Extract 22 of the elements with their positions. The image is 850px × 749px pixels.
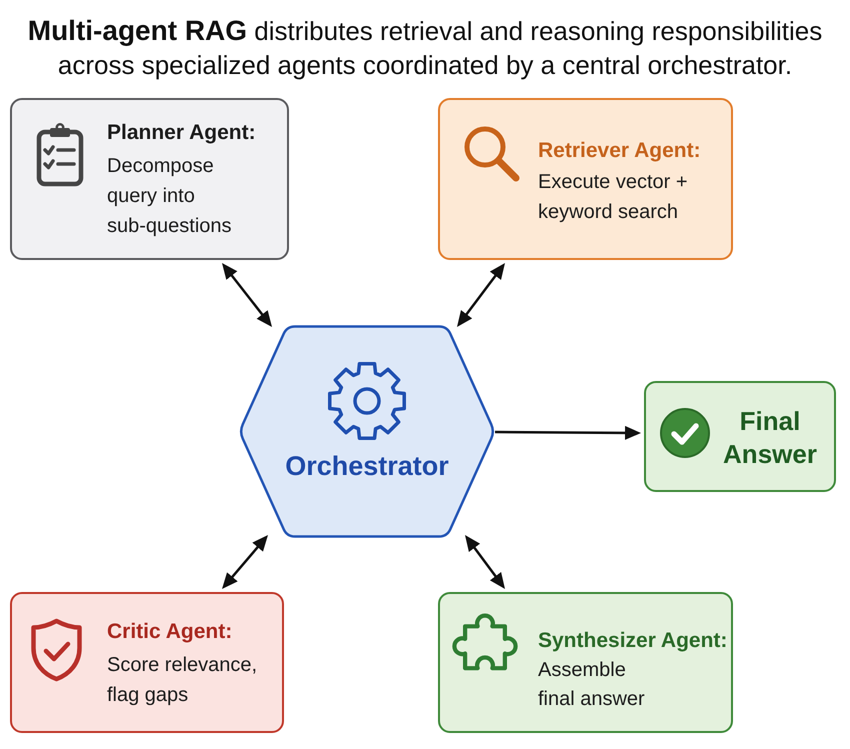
double-arrow xyxy=(465,535,505,589)
double-arrow xyxy=(457,263,505,327)
double-arrow xyxy=(222,263,272,327)
agent-title: Planner Agent: xyxy=(107,120,257,146)
agent-title: Critic Agent: xyxy=(107,619,234,645)
hexagon-node xyxy=(238,325,496,538)
result-box xyxy=(644,381,836,492)
agent-description: Decompose query into sub-questions xyxy=(107,154,233,239)
double-arrow xyxy=(222,535,268,589)
agent-description: Score relevance, flag gaps xyxy=(107,653,258,708)
agent-card xyxy=(438,592,733,733)
arrow xyxy=(495,426,641,440)
agent-card xyxy=(10,592,284,733)
agent-title: Retriever Agent: xyxy=(538,138,702,164)
node-label: Orchestrator xyxy=(284,450,450,483)
agent-description: Assemble final answer xyxy=(538,658,646,712)
agent-card xyxy=(438,98,733,260)
title: Multi-agent RAG distributes retrieval and reasoning responsibilities across specialized agents coordinated by a central orchestrator. xyxy=(26,14,824,82)
agent-card xyxy=(10,98,289,260)
node-label: Final Answer xyxy=(722,405,818,471)
agent-title: Synthesizer Agent: xyxy=(538,628,728,654)
agent-description: Execute vector + keyword search xyxy=(538,170,689,225)
